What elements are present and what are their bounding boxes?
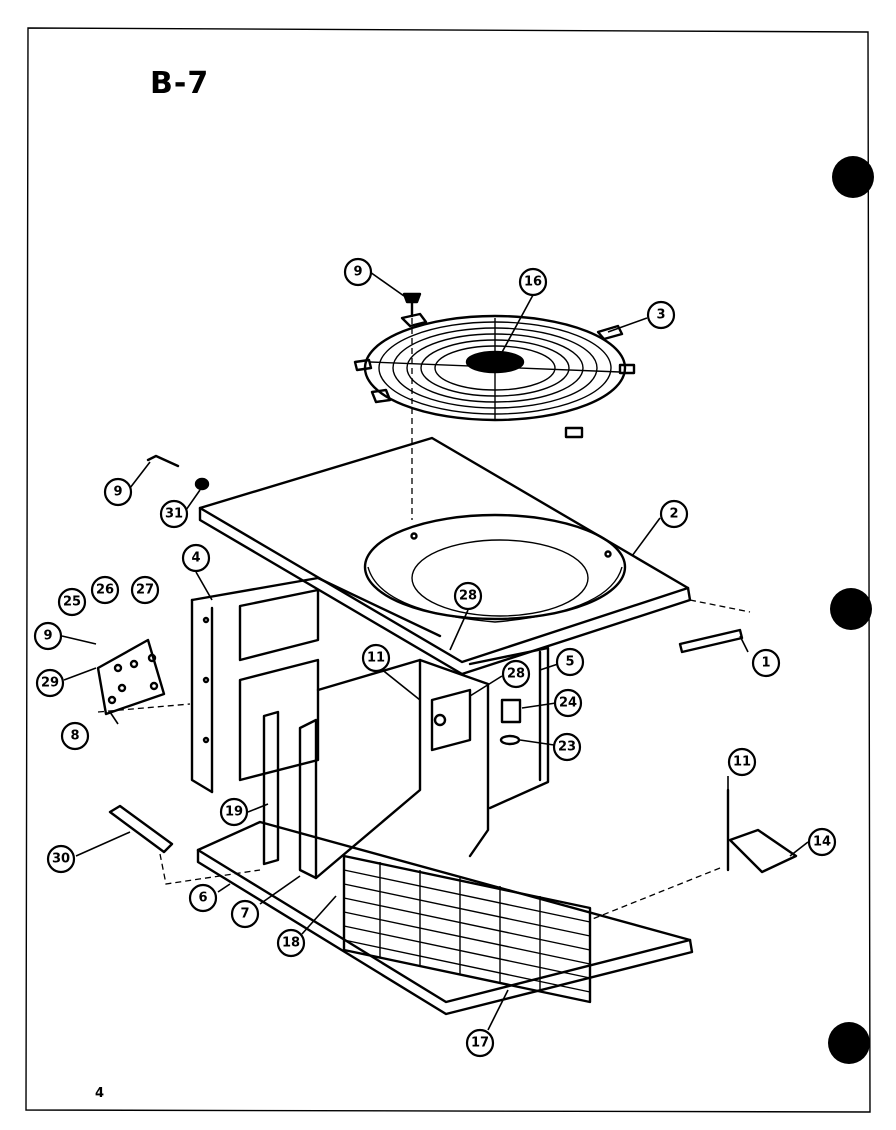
callout-9-left: 9 xyxy=(103,477,133,507)
svg-text:28: 28 xyxy=(507,667,525,682)
callout-19: 19 xyxy=(219,797,249,827)
callout-28-upper: 28 xyxy=(453,581,483,611)
callout-8: 8 xyxy=(60,721,90,751)
svg-text:8: 8 xyxy=(70,729,79,744)
screw-left xyxy=(146,454,210,491)
capacitor xyxy=(500,698,522,724)
svg-text:6: 6 xyxy=(198,891,207,906)
callout-11-center: 11 xyxy=(361,643,391,673)
callout-1: 1 xyxy=(751,648,781,678)
page-number: 4 xyxy=(95,1086,105,1101)
svg-text:5: 5 xyxy=(565,655,574,670)
control-plate xyxy=(96,638,166,716)
svg-text:26: 26 xyxy=(96,583,114,598)
callout-4: 4 xyxy=(181,543,211,573)
callout-18: 18 xyxy=(276,928,306,958)
callout-24: 24 xyxy=(553,688,583,718)
callout-25: 25 xyxy=(57,587,87,617)
leader-lines xyxy=(61,271,809,1031)
svg-text:27: 27 xyxy=(136,583,154,598)
svg-text:1: 1 xyxy=(761,656,770,671)
callout-30: 30 xyxy=(46,844,76,874)
svg-text:7: 7 xyxy=(240,907,249,922)
callout-29: 29 xyxy=(35,668,65,698)
binder-hole-top xyxy=(832,156,874,198)
screw-top xyxy=(402,292,422,318)
trim-strip xyxy=(678,628,744,654)
callout-17: 17 xyxy=(465,1028,495,1058)
top-cover-panel xyxy=(198,436,692,676)
svg-text:19: 19 xyxy=(225,805,243,820)
callout-7: 7 xyxy=(230,899,260,929)
svg-text:11: 11 xyxy=(733,755,751,770)
callout-26: 26 xyxy=(90,575,120,605)
callout-6: 6 xyxy=(188,883,218,913)
callout-27: 27 xyxy=(130,575,160,605)
svg-text:9: 9 xyxy=(43,629,52,644)
callout-23: 23 xyxy=(552,732,582,762)
svg-text:9: 9 xyxy=(353,265,362,280)
callout-28-lower: 28 xyxy=(501,659,531,689)
svg-text:9: 9 xyxy=(113,485,122,500)
page-border xyxy=(25,27,871,1113)
mounting-bracket xyxy=(108,804,174,854)
center-partition xyxy=(262,658,490,880)
svg-text:2: 2 xyxy=(669,507,678,522)
svg-text:23: 23 xyxy=(558,740,576,755)
callout-31: 31 xyxy=(159,499,189,529)
callout-16: 16 xyxy=(518,267,548,297)
callout-11-right: 11 xyxy=(727,747,757,777)
svg-text:29: 29 xyxy=(41,676,59,691)
svg-text:31: 31 xyxy=(165,507,183,522)
svg-text:18: 18 xyxy=(282,936,300,951)
svg-text:25: 25 xyxy=(63,595,81,610)
base-pan xyxy=(196,820,694,1016)
fan-guard xyxy=(353,312,636,439)
page-title: B-7 xyxy=(150,66,210,101)
callout-5: 5 xyxy=(555,647,585,677)
svg-text:17: 17 xyxy=(471,1036,489,1051)
callout-2: 2 xyxy=(659,499,689,529)
svg-text:16: 16 xyxy=(524,275,542,290)
svg-text:11: 11 xyxy=(367,651,385,666)
callout-3: 3 xyxy=(646,300,676,330)
binder-hole-bottom xyxy=(828,1022,870,1064)
side-panel-right xyxy=(468,646,550,810)
capacitor-strap xyxy=(499,734,521,746)
binder-hole-middle xyxy=(830,588,872,630)
callout-9-plate: 9 xyxy=(33,621,63,651)
callout-14: 14 xyxy=(807,827,837,857)
svg-text:4: 4 xyxy=(191,551,200,566)
condenser-coil xyxy=(342,854,592,1004)
corner-bracket xyxy=(726,788,798,874)
svg-text:24: 24 xyxy=(559,696,577,711)
side-panel-left xyxy=(190,576,442,794)
svg-text:3: 3 xyxy=(656,308,665,323)
svg-text:30: 30 xyxy=(52,852,70,867)
svg-text:28: 28 xyxy=(459,589,477,604)
svg-text:14: 14 xyxy=(813,835,831,850)
callout-9-top: 9 xyxy=(343,257,373,287)
